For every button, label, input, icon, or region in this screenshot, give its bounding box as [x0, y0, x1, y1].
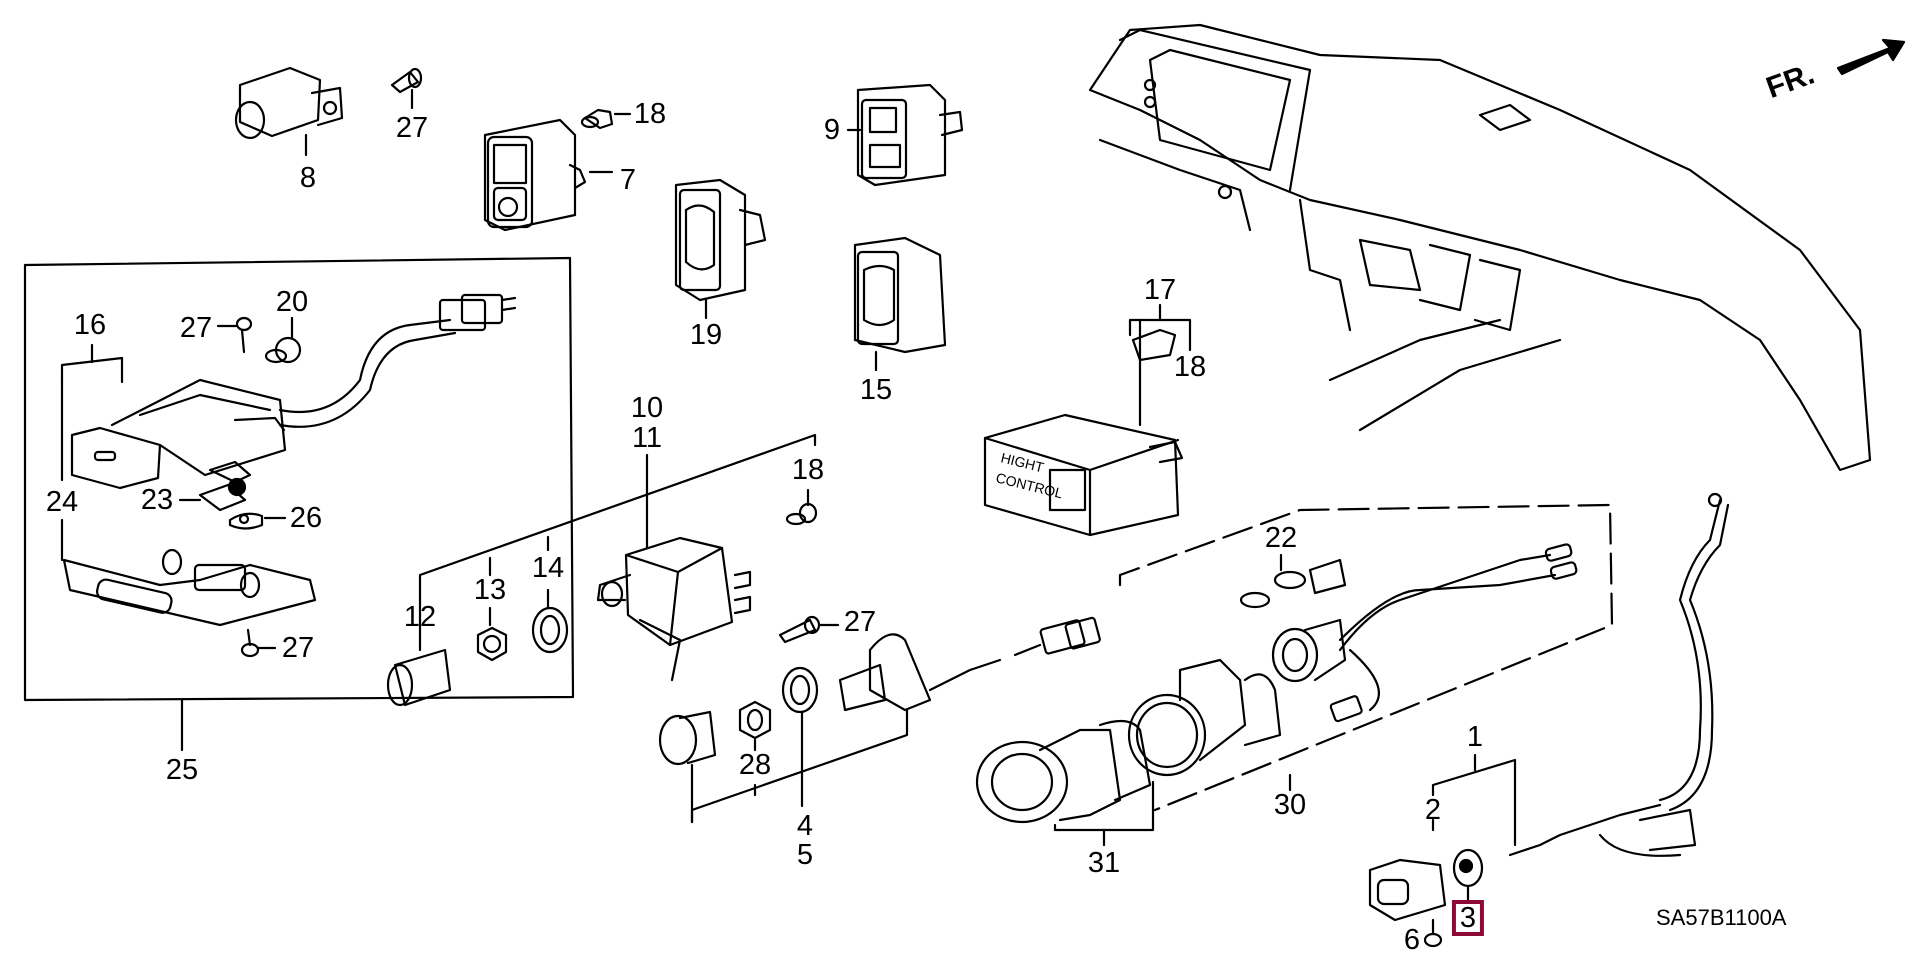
screw-27-top — [390, 67, 423, 110]
callout-28[interactable]: 28 — [738, 749, 772, 781]
part-8-switch — [234, 66, 344, 157]
front-direction-arrow — [1836, 38, 1906, 76]
part-20-grommet — [264, 316, 302, 364]
callout-16[interactable]: 16 — [73, 309, 107, 341]
part-lamp-socket — [690, 616, 1101, 824]
callout-13[interactable]: 13 — [473, 574, 507, 606]
part-19-switch — [674, 178, 767, 320]
part-17-height-control-switch: HIGHT CONTROL — [983, 303, 1192, 537]
callout-12[interactable]: 12 — [403, 601, 437, 633]
callout-27[interactable]: 27 — [281, 632, 315, 664]
callout-26[interactable]: 26 — [289, 502, 323, 534]
callout-18[interactable]: 18 — [1173, 351, 1207, 383]
callout-19[interactable]: 19 — [689, 319, 723, 351]
callout-31[interactable]: 31 — [1087, 847, 1121, 879]
part-7-switch — [483, 118, 614, 232]
part-15-switch — [853, 236, 947, 372]
callout-23[interactable]: 23 — [140, 484, 174, 516]
callout-27[interactable]: 27 — [395, 112, 429, 144]
callout-9[interactable]: 9 — [823, 114, 841, 146]
callout-27[interactable]: 27 — [179, 312, 213, 344]
part-28-nut — [738, 700, 772, 797]
part-10-switch — [418, 433, 817, 682]
callout-3-highlighted[interactable]: 3 — [1451, 900, 1485, 936]
callout-1[interactable]: 1 — [1466, 721, 1484, 753]
callout-4[interactable]: 4 — [796, 810, 814, 842]
assembly-box-25 — [23, 256, 575, 752]
part-1-cable-assembly — [1431, 492, 1730, 857]
callout-14[interactable]: 14 — [531, 552, 565, 584]
screw-27-bracket — [240, 628, 277, 658]
callout-6[interactable]: 6 — [1403, 924, 1421, 956]
part-3-nut — [1452, 848, 1484, 902]
callout-11[interactable]: 11 — [631, 422, 663, 454]
part-13-nut — [476, 606, 508, 662]
part-23-bracket — [178, 477, 247, 512]
part-12-knob — [386, 583, 452, 707]
part-14-washer — [531, 588, 569, 654]
diagram-reference-code: SA57B1100A — [1656, 905, 1787, 930]
callout-18[interactable]: 18 — [633, 98, 667, 130]
clip-18-mid — [785, 488, 818, 526]
part-22-bulb — [1239, 553, 1347, 609]
part-30-socket-assembly — [1118, 503, 1614, 812]
callout-27[interactable]: 27 — [843, 606, 877, 638]
part-4-washer — [781, 666, 819, 808]
part-16-module — [70, 293, 517, 490]
callout-8[interactable]: 8 — [299, 162, 317, 194]
callout-18[interactable]: 18 — [791, 454, 825, 486]
part-31-lighter — [975, 719, 1155, 847]
part-2-knob — [1368, 858, 1447, 922]
callout-17[interactable]: 17 — [1143, 274, 1177, 306]
part-6-screw — [1423, 918, 1443, 948]
screw-27-mid — [778, 615, 840, 644]
callout-24[interactable]: 24 — [45, 486, 79, 518]
part-9-switch — [846, 83, 964, 187]
callout-30[interactable]: 30 — [1273, 789, 1307, 821]
callout-10[interactable]: 10 — [630, 392, 664, 424]
part-knob-lower — [658, 710, 717, 824]
part-26-nut — [228, 512, 287, 530]
clip-18-top — [580, 108, 632, 130]
callout-7[interactable]: 7 — [619, 164, 637, 196]
screw-27-left — [216, 316, 253, 354]
callout-5[interactable]: 5 — [796, 839, 814, 871]
callout-25[interactable]: 25 — [165, 754, 199, 786]
callout-22[interactable]: 22 — [1264, 522, 1298, 554]
callout-2[interactable]: 2 — [1424, 794, 1442, 826]
dashboard-outline — [1088, 23, 1872, 472]
part-24-bracket — [62, 548, 317, 627]
callout-20[interactable]: 20 — [275, 286, 309, 318]
height-control-label-2: CONTROL — [994, 469, 1064, 501]
callout-15[interactable]: 15 — [859, 374, 893, 406]
